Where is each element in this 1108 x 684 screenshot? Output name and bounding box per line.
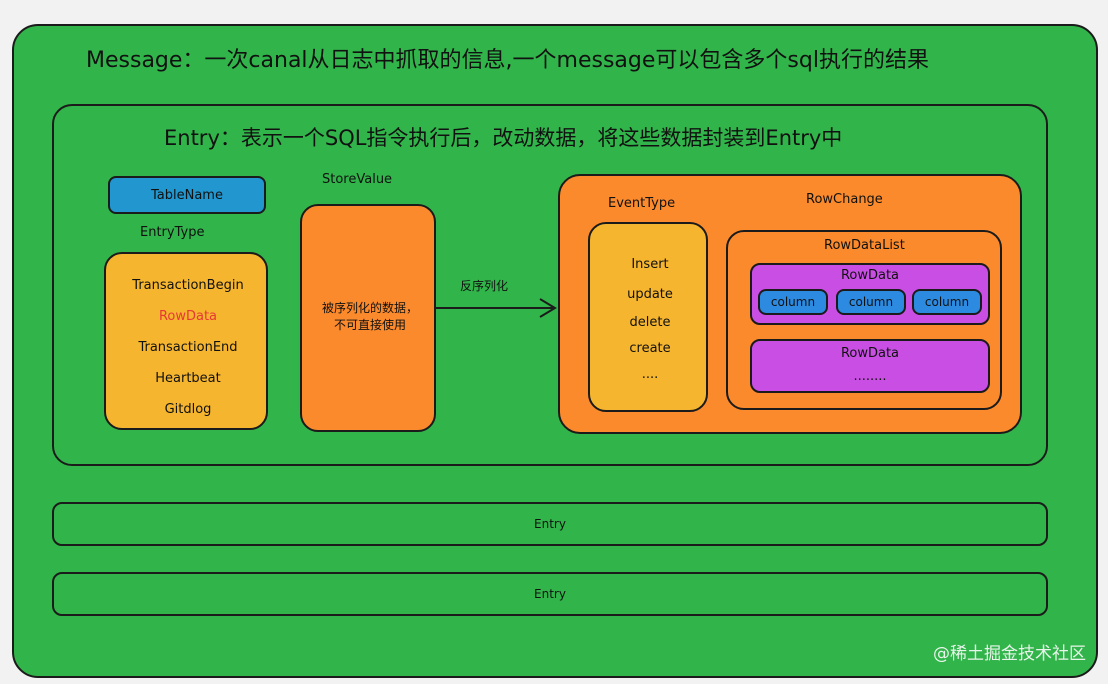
column-box: column: [836, 289, 906, 315]
store-value-text: 被序列化的数据， 不可直接使用: [302, 300, 438, 334]
event-type-label: EventType: [608, 196, 676, 211]
store-value-text-line1: 被序列化的数据，: [321, 301, 418, 315]
event-type-item: create: [629, 341, 671, 356]
arrow-label: 反序列化: [460, 279, 509, 293]
watermark: @稀土掘金技术社区: [933, 644, 1086, 664]
table-name-label: TableName: [151, 187, 223, 203]
row-data-label: RowData: [840, 346, 900, 361]
table-name-box: TableName: [108, 176, 266, 214]
entry-bar-label: Entry: [534, 517, 566, 531]
entry-type-item: Heartbeat: [155, 371, 221, 386]
column-box: column: [912, 289, 982, 315]
arrow-right-icon: [436, 298, 557, 318]
entry-bar: Entry: [52, 502, 1048, 546]
row-data-list-label: RowDataList: [824, 238, 905, 253]
store-value-text-line2: 不可直接使用: [333, 318, 406, 332]
entry-type-label: EntryType: [140, 225, 205, 240]
event-type-item: ....: [641, 367, 659, 382]
store-value-label: StoreValue: [322, 172, 393, 187]
entry-type-item: Gitdlog: [164, 402, 212, 417]
entry-bar: Entry: [52, 572, 1048, 616]
column-label: column: [770, 295, 816, 309]
event-type-box: Insert update delete create ....: [588, 222, 708, 412]
event-type-item: delete: [629, 315, 671, 330]
row-change-label: RowChange: [806, 192, 883, 207]
event-type-item: update: [627, 287, 673, 302]
entry-type-item: RowData: [158, 309, 218, 324]
column-label: column: [924, 295, 970, 309]
event-type-item: Insert: [631, 257, 669, 272]
store-value-box: 被序列化的数据， 不可直接使用: [300, 204, 436, 432]
message-title: Message：一次canal从日志中抓取的信息,一个message可以包含多个…: [86, 48, 929, 73]
row-data-box: [750, 339, 990, 393]
row-data-more: ........: [853, 369, 887, 384]
entry-title: Entry：表示一个SQL指令执行后，改动数据，将这些数据封装到Entry中: [164, 126, 843, 150]
column-label: column: [848, 295, 894, 309]
column-box: column: [758, 289, 828, 315]
row-data-label: RowData: [840, 268, 900, 283]
entry-type-item: TransactionBegin: [132, 278, 244, 293]
entry-type-box: TransactionBegin RowData TransactionEnd …: [104, 252, 268, 430]
entry-type-item: TransactionEnd: [138, 340, 238, 355]
entry-bar-label: Entry: [534, 587, 566, 601]
